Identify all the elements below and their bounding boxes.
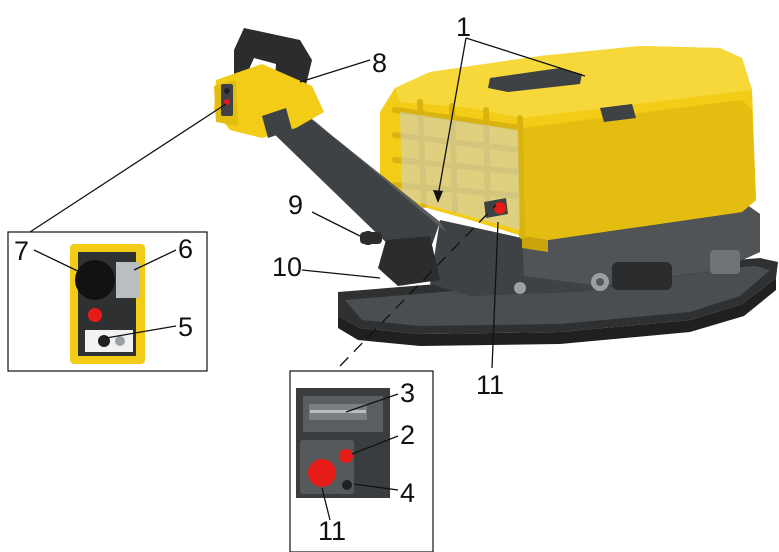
lower-frame — [430, 200, 760, 296]
guide-handle-head — [214, 28, 324, 138]
oil-pressure-lamp — [342, 480, 352, 490]
callout-10: 10 — [272, 252, 302, 282]
callout-5: 5 — [178, 312, 193, 342]
guide-handle-arm — [268, 110, 446, 286]
callout-4: 4 — [400, 478, 415, 508]
callout-11-inset: 11 — [318, 516, 346, 546]
control-panel-inset — [289, 370, 434, 552]
callout-8: 8 — [372, 48, 387, 78]
leader-lines — [29, 37, 586, 521]
callout-labels: 1 8 9 10 11 7 6 5 3 2 4 11 — [14, 12, 504, 546]
ignition-switch — [98, 335, 110, 347]
stop-button — [88, 308, 102, 322]
callout-1: 1 — [456, 12, 471, 42]
throttle-lever — [116, 262, 140, 298]
warning-lamp — [339, 449, 353, 463]
handle-controls-inset — [7, 231, 208, 372]
callout-2: 2 — [400, 420, 415, 450]
machine-stop-button — [484, 198, 508, 218]
plate-compactor — [214, 28, 778, 346]
callout-3: 3 — [400, 378, 415, 408]
engine-grille-mesh — [400, 112, 520, 230]
engine-start-button — [75, 260, 115, 300]
emergency-stop-button — [308, 459, 336, 487]
callout-7: 7 — [14, 236, 29, 266]
callout-9: 9 — [288, 190, 303, 220]
callout-6: 6 — [178, 234, 193, 264]
callout-11-main: 11 — [476, 370, 504, 400]
